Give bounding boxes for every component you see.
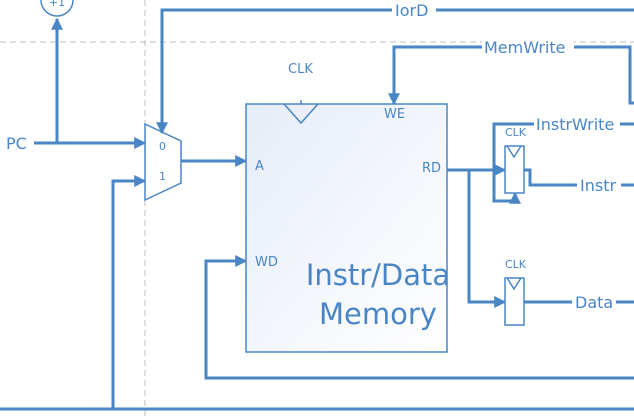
instr-data-memory xyxy=(245,103,448,353)
instrwrite-label-bg xyxy=(534,115,620,133)
memory-clock-triangle xyxy=(283,103,319,125)
mux-input-0-label: 0 xyxy=(159,140,166,153)
data-label: Data xyxy=(575,293,613,312)
instr-label-bg xyxy=(577,176,621,194)
memwrite-label: MemWrite xyxy=(484,38,565,57)
data-register xyxy=(504,277,525,326)
memory-we-label: WE xyxy=(384,107,405,122)
memwrite-label-bg xyxy=(482,38,574,56)
write-data-wire xyxy=(204,255,634,380)
mux-input-1-label: 1 xyxy=(159,170,166,183)
pc-label: PC xyxy=(6,134,27,153)
data-register-clock-triangle xyxy=(506,277,522,291)
iord-label: IorD xyxy=(395,1,428,20)
memory-clk-label: CLK xyxy=(288,62,313,77)
rd-to-data-register-wire xyxy=(467,170,507,308)
memwrite-wire xyxy=(388,45,634,106)
data-label-bg xyxy=(572,293,616,311)
instr-label: Instr xyxy=(580,176,616,195)
memory-title-line2: Memory xyxy=(319,297,437,331)
incrementer-label: +1 xyxy=(49,0,65,9)
instruction-register xyxy=(504,145,525,194)
instruction-register-clk-label: CLK xyxy=(505,126,527,139)
incrementer-circle xyxy=(40,0,74,17)
memory-rd-label: RD xyxy=(422,161,441,176)
iord-label-bg xyxy=(392,1,436,19)
instruction-register-clock-triangle xyxy=(506,145,522,159)
instrwrite-label: InstrWrite xyxy=(536,115,614,134)
bus-riser-wire xyxy=(111,175,147,409)
data-register-clk-label: CLK xyxy=(505,258,527,271)
iord-wire xyxy=(156,8,634,135)
memory-a-label: A xyxy=(255,159,264,174)
address-mux xyxy=(144,122,182,202)
memory-title-line1: Instr/Data xyxy=(306,258,450,292)
memory-wd-label: WD xyxy=(255,255,278,270)
